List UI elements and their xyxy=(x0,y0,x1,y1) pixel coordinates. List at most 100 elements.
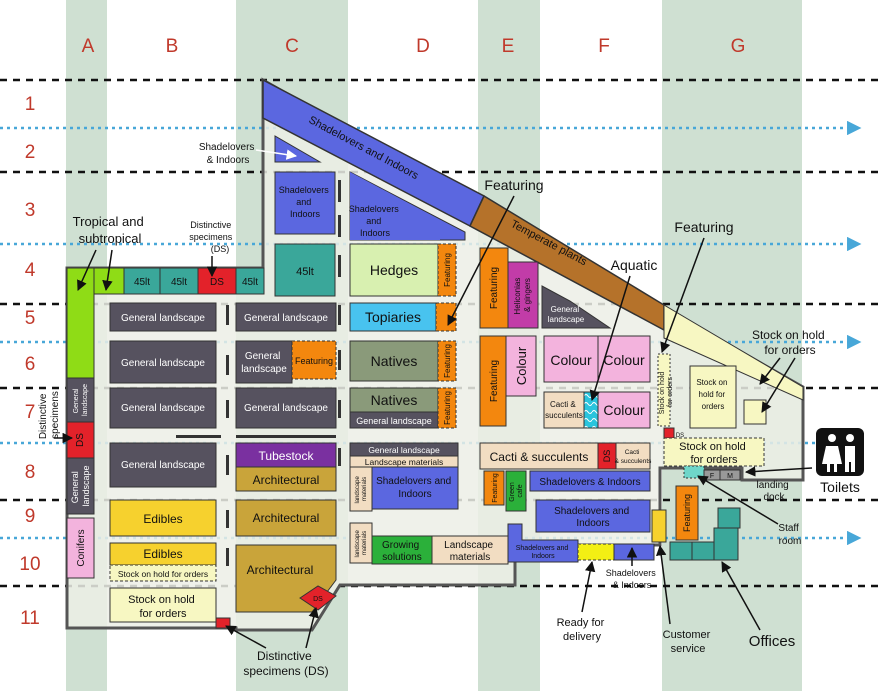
distinctive-bottom-arrow-a xyxy=(225,625,267,649)
edibles-b9-label: Edibles xyxy=(143,512,182,526)
col-c: C xyxy=(285,36,299,57)
customer-service-desk xyxy=(651,509,667,543)
customer-service-arrow xyxy=(655,544,671,625)
row-8: 8 xyxy=(25,462,36,483)
tropical-arrow-a xyxy=(77,249,97,291)
featuring-c6-label: Featuring xyxy=(295,356,333,366)
b4-45lt-a-label: 45lt xyxy=(134,277,150,288)
shadelovers-d3-label: Shadelovers and Indoors xyxy=(349,204,402,238)
a-gl-8-label: General landscape xyxy=(70,465,91,506)
landscape-materials-v2 xyxy=(349,522,373,564)
featuring-e9-label: Featuring xyxy=(492,473,499,503)
column-headers: A B C D E F G xyxy=(82,36,746,57)
row-5: 5 xyxy=(25,308,36,329)
col-d: D xyxy=(416,36,430,57)
gl-e5-label: General landscape xyxy=(548,305,585,324)
col-f: F xyxy=(598,36,610,57)
ds-f8-label: DS xyxy=(602,450,612,463)
annotation-distinctive-bottom: Distinctive specimens (DS) xyxy=(243,649,328,678)
stock-g7-label: Stock on hold for orders xyxy=(696,378,729,411)
b4-45lt-b xyxy=(159,267,199,295)
b4-ds-label: DS xyxy=(210,277,224,288)
hedges-label: Hedges xyxy=(370,262,418,278)
landscape-materials-v-label: landscape materials xyxy=(355,474,368,503)
natives-d6 xyxy=(349,340,439,382)
colour-e6 xyxy=(505,335,537,397)
a-gl-8 xyxy=(66,457,95,515)
featuring-g9-label: Featuring xyxy=(682,494,692,532)
stock-hold-b10-label: Stock on hold for orders xyxy=(118,569,208,579)
ds-c10 xyxy=(299,585,337,611)
gl-d8-label: General landscape xyxy=(368,445,440,455)
annotation-tropical: Tropical and subtropical xyxy=(73,214,148,246)
staff-room-zone xyxy=(683,465,705,479)
featuring-e6-label: Featuring xyxy=(489,360,500,402)
row-3: 3 xyxy=(25,200,36,221)
featuring-1-arrow xyxy=(447,195,515,326)
featuring-e9 xyxy=(483,470,505,506)
a-gl-7-label: General landscape xyxy=(73,384,89,416)
colour-f7-label: Colour xyxy=(603,402,645,418)
stock-hold-b11 xyxy=(109,587,217,623)
gl-b7 xyxy=(109,387,217,429)
tropical-arrow-b xyxy=(102,249,113,292)
ds-g7 xyxy=(663,427,675,439)
distinctive-bottom-arrow-b xyxy=(305,606,319,649)
annotation-aquatic: Aquatic xyxy=(611,257,658,273)
annotation-ready-for-delivery: Ready for delivery xyxy=(557,617,608,643)
shadelovers-f8 xyxy=(529,470,651,492)
topiaries-d5 xyxy=(349,302,437,332)
c4-45lt-label: 45lt xyxy=(296,266,314,278)
annotation-offices: Offices xyxy=(749,633,795,650)
green-cafe-label: Green cafe xyxy=(509,480,524,501)
ds-b11 xyxy=(215,617,231,629)
landscape-materials-d10-label: Landscape materials xyxy=(444,540,496,563)
f-room-label: F xyxy=(710,473,714,480)
featuring-2-arrow xyxy=(660,237,705,353)
row-9: 9 xyxy=(25,506,36,527)
natives-d6-label: Natives xyxy=(371,353,418,369)
shadelovers-e10 xyxy=(507,523,579,563)
featuring-d4-label: Featuring xyxy=(443,253,452,287)
topiaries-label: Topiaries xyxy=(365,309,421,325)
gl-c6-label: General landscape xyxy=(241,351,287,375)
offices-arrow xyxy=(721,561,761,631)
shadelovers-c3 xyxy=(274,171,336,235)
row-7: 7 xyxy=(25,402,36,423)
stock-g6-label: Stock on hold for orders xyxy=(659,370,674,414)
gl-c6 xyxy=(235,340,293,384)
gl-c7-label: General landscape xyxy=(244,403,328,414)
shadelovers-arrow xyxy=(255,149,298,160)
staff-room-arrow xyxy=(697,475,779,525)
annotation-shadelovers-bottom: Shadelovers & Indoors xyxy=(606,568,659,590)
cacti-e8-label: Cacti & succulents xyxy=(490,450,589,464)
natives-d7-label: Natives xyxy=(371,392,418,408)
architectural-c9 xyxy=(235,499,337,537)
ready-for-delivery-arrow xyxy=(581,560,596,613)
row-1: 1 xyxy=(25,94,36,115)
featuring-d6 xyxy=(437,340,457,382)
architectural-c9-label: Architectural xyxy=(253,511,320,525)
edibles-b9 xyxy=(109,499,217,537)
shadelovers-f8-label: Shadelovers & Indoors xyxy=(539,477,640,488)
gl-b6-label: General landscape xyxy=(121,358,205,369)
gl-c5-label: General landscape xyxy=(244,313,328,324)
tubestock-c8 xyxy=(235,442,337,468)
stock-g6 xyxy=(657,353,671,427)
colour-e6-label: Colour xyxy=(514,346,529,385)
growing-solutions xyxy=(371,535,433,565)
row-2: 2 xyxy=(25,142,36,163)
stock-arrow-a xyxy=(759,357,781,385)
gl-b5-label: General landscape xyxy=(121,313,205,324)
aquatic-pond xyxy=(583,391,599,429)
conifers-label: Conifers xyxy=(76,529,87,566)
col-e: E xyxy=(502,36,515,57)
b4-45lt-a xyxy=(123,267,161,295)
cacti-f7 xyxy=(543,391,585,429)
growing-solutions-label: Growing solutions xyxy=(382,540,422,563)
annotation-featuring-2: Featuring xyxy=(674,219,733,235)
featuring-e4-label: Featuring xyxy=(489,267,500,309)
offices-block xyxy=(669,507,741,561)
gl-d7-label: General landscape xyxy=(356,416,432,426)
